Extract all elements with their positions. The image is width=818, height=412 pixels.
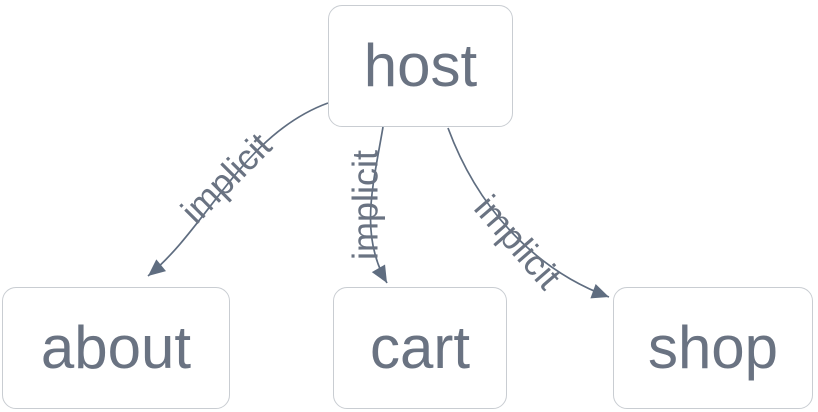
node-shop[interactable]: shop [613,287,813,409]
node-about-label: about [40,314,192,381]
edge-host-about [147,102,329,277]
edge-label-host-shop: implicit [466,187,569,297]
node-cart-label: cart [369,314,471,381]
edge-label-host-cart: implicit [345,150,386,260]
node-cart[interactable]: cart [333,287,507,409]
edge-label-host-about: implicit [173,125,280,232]
edge-host-shop [447,127,610,299]
edge-host-cart [369,126,388,284]
node-host-label: host [363,32,478,99]
node-about[interactable]: about [2,287,230,409]
node-shop-label: shop [647,314,779,381]
node-host[interactable]: host [328,5,513,127]
